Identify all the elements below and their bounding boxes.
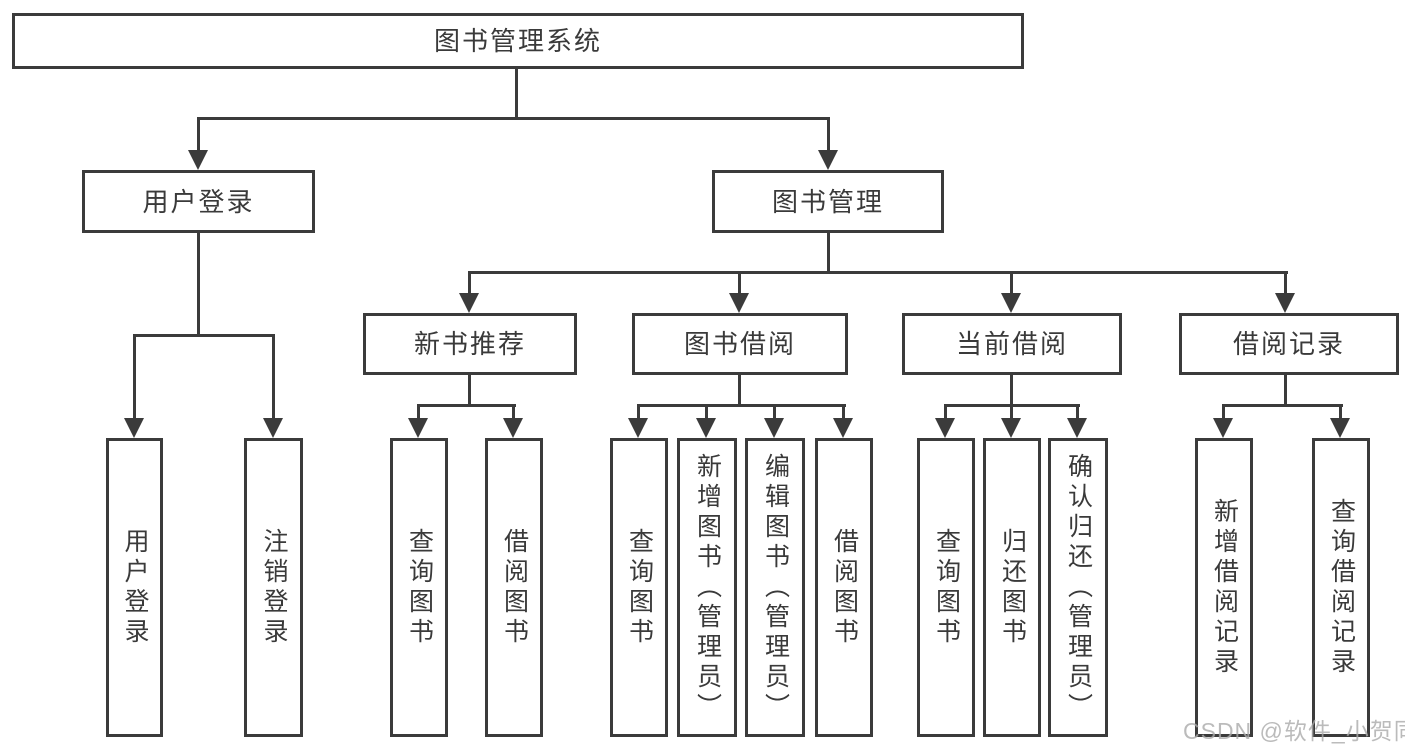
connector [417, 404, 516, 407]
connector [417, 404, 420, 422]
arrowhead-down-icon [1067, 418, 1087, 438]
arrowhead-down-icon [729, 293, 749, 313]
connector [197, 117, 830, 120]
arrowhead-down-icon [124, 418, 144, 438]
node-book-borrowing: 图书借阅 [632, 313, 848, 375]
connector [827, 117, 830, 153]
arrowhead-down-icon [628, 418, 648, 438]
connector [1222, 404, 1225, 422]
node-borrow-books-leaf: 借阅图书 [815, 438, 873, 737]
connector [468, 271, 471, 297]
node-borrowing-records: 借阅记录 [1179, 313, 1399, 375]
connector [705, 404, 708, 422]
node-user-login: 用户登录 [82, 170, 315, 233]
node-new-book-recommendation: 新书推荐 [363, 313, 577, 375]
connector [468, 375, 471, 407]
connector [1010, 375, 1013, 407]
csdn-watermark: CSDN @软件_小贺同学 [1183, 718, 1405, 744]
connector [1010, 404, 1013, 422]
connector [637, 404, 640, 422]
connector [738, 375, 741, 407]
connector [1010, 271, 1013, 297]
node-confirm-return-admin: 确认归还（管理员） [1048, 438, 1108, 737]
node-add-book-admin: 新增图书（管理员） [677, 438, 737, 737]
node-query-books-current: 查询图书 [917, 438, 975, 737]
arrowhead-down-icon [1275, 293, 1295, 313]
node-logout: 注销登录 [244, 438, 303, 737]
node-edit-book-admin: 编辑图书（管理员） [745, 438, 805, 737]
connector [1222, 404, 1343, 407]
connector [1284, 375, 1287, 407]
node-library-management-system: 图书管理系统 [12, 13, 1024, 69]
connector [515, 69, 518, 118]
connector [512, 404, 515, 422]
node-borrow-books-recommend: 借阅图书 [485, 438, 543, 737]
connector [272, 334, 275, 422]
connector [738, 271, 741, 297]
node-return-books: 归还图书 [983, 438, 1041, 737]
connector [197, 117, 200, 153]
arrowhead-down-icon [503, 418, 523, 438]
connector [637, 404, 846, 407]
connector [1076, 404, 1079, 422]
arrowhead-down-icon [1330, 418, 1350, 438]
node-query-books-recommend: 查询图书 [390, 438, 448, 737]
arrowhead-down-icon [188, 150, 208, 170]
connector [133, 334, 136, 422]
connector [944, 404, 947, 422]
arrowhead-down-icon [764, 418, 784, 438]
connector [1284, 271, 1287, 297]
arrowhead-down-icon [818, 150, 838, 170]
connector [773, 404, 776, 422]
connector [1339, 404, 1342, 422]
connector [842, 404, 845, 422]
arrowhead-down-icon [408, 418, 428, 438]
arrowhead-down-icon [1001, 293, 1021, 313]
arrowhead-down-icon [1213, 418, 1233, 438]
arrowhead-down-icon [263, 418, 283, 438]
arrowhead-down-icon [459, 293, 479, 313]
connector [133, 334, 275, 337]
arrowhead-down-icon [696, 418, 716, 438]
arrowhead-down-icon [833, 418, 853, 438]
node-current-borrowing: 当前借阅 [902, 313, 1122, 375]
arrowhead-down-icon [935, 418, 955, 438]
node-book-management: 图书管理 [712, 170, 944, 233]
node-add-borrow-record: 新增借阅记录 [1195, 438, 1253, 737]
connector [827, 233, 830, 274]
node-query-borrow-record: 查询借阅记录 [1312, 438, 1370, 737]
node-user-login-leaf: 用户登录 [106, 438, 163, 737]
arrowhead-down-icon [1001, 418, 1021, 438]
node-query-books-borrowing: 查询图书 [610, 438, 668, 737]
connector [468, 271, 1288, 274]
connector [197, 233, 200, 337]
